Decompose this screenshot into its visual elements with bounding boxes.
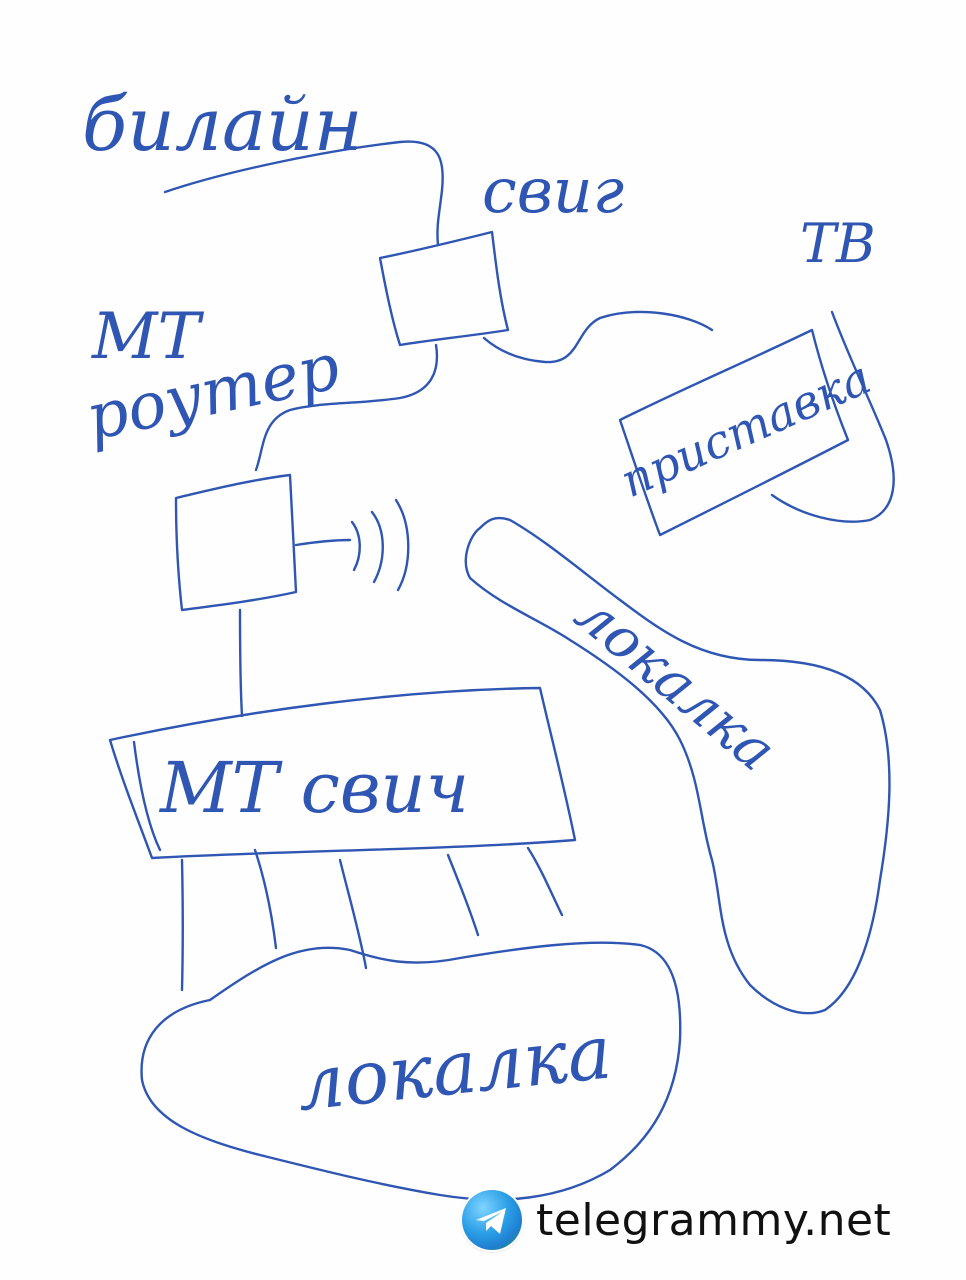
watermark: telegrammy.net bbox=[462, 1188, 891, 1252]
switch-port-1 bbox=[180, 858, 184, 992]
router-to-switch-line bbox=[238, 608, 244, 718]
wifi-local-cloud bbox=[464, 516, 891, 1015]
provider-label: билайн bbox=[82, 82, 362, 168]
router-box bbox=[174, 473, 298, 612]
watermark-text: telegrammy.net bbox=[536, 1194, 892, 1246]
switch-inner-line bbox=[132, 740, 162, 852]
wifi-wave-3 bbox=[394, 498, 410, 592]
wifi-wave-1 bbox=[350, 520, 361, 572]
switch-port-2 bbox=[253, 848, 278, 950]
router-label-line1: МТ bbox=[91, 300, 205, 374]
swig-label: свиг bbox=[482, 154, 624, 227]
switch-port-5 bbox=[526, 846, 564, 917]
swig-to-router-line bbox=[254, 343, 439, 472]
switch-label: МТ свич bbox=[158, 747, 469, 829]
wired-local-label: локалка bbox=[293, 1009, 616, 1127]
tv-label: ТВ bbox=[800, 212, 876, 275]
wifi-wave-2 bbox=[370, 510, 384, 584]
wired-local-cloud bbox=[140, 941, 682, 1201]
switch-port-3 bbox=[338, 858, 368, 970]
provider-uplink-line bbox=[163, 140, 444, 247]
settop-box bbox=[618, 328, 850, 537]
wifi-local-label: локалка bbox=[563, 581, 788, 784]
telegram-globe-icon bbox=[462, 1190, 522, 1250]
switch-box bbox=[108, 686, 577, 860]
switch-port-4 bbox=[446, 853, 480, 937]
swig-box bbox=[378, 230, 510, 347]
tv-outline bbox=[770, 310, 895, 523]
wifi-stem bbox=[294, 538, 352, 547]
settop-label: приставка bbox=[613, 350, 879, 508]
swig-to-settop-line bbox=[482, 310, 714, 364]
